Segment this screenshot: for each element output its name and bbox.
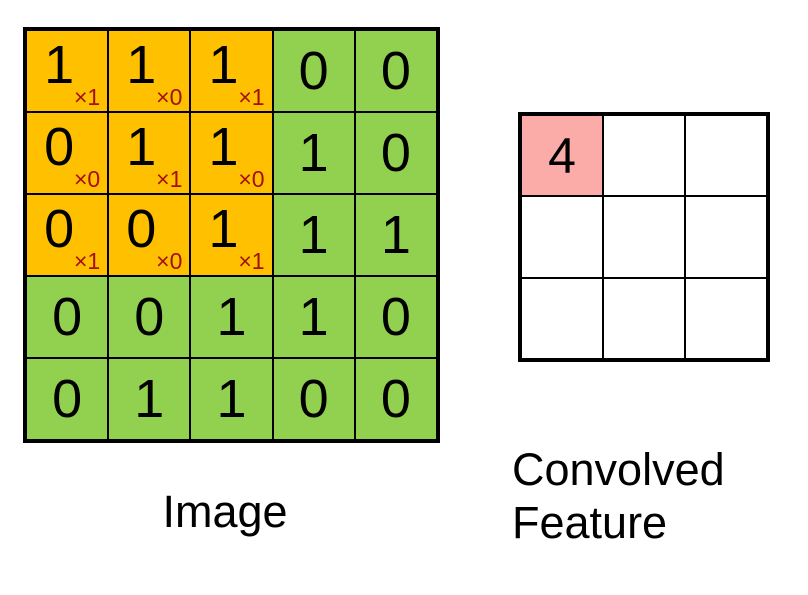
kernel-weight-label: ×0 (156, 84, 183, 110)
kernel-weight-label: ×1 (73, 84, 101, 110)
image-cell-value: 1 (380, 205, 411, 265)
image-cell-r4-c3: 1 (189, 275, 274, 359)
feature-cell-r2-c3 (684, 195, 768, 279)
image-cell-r3-c1: 0×1 (25, 193, 110, 277)
image-cell-r2-c4: 1 (271, 111, 356, 195)
convolved-feature-caption: Convolved Feature (512, 444, 725, 549)
feature-cell-r2-c2 (602, 195, 686, 279)
image-cell-r5-c4: 0 (271, 357, 356, 441)
image-cell-value: 1 (208, 199, 239, 259)
image-cell-value: 0 (52, 369, 83, 429)
image-cell-value: 1 (44, 35, 75, 95)
image-cell-value: 1 (208, 117, 239, 177)
image-cell-value: 1 (298, 287, 329, 347)
image-cell-value: 0 (52, 287, 83, 347)
image-cell-r5-c3: 1 (189, 357, 274, 441)
image-cell-value: 1 (126, 117, 157, 177)
image-cell-r2-c2: 1×1 (107, 111, 192, 195)
image-cell-r1-c3: 1×1 (189, 29, 274, 113)
image-cell-value: 1 (298, 205, 329, 265)
kernel-weight-label: ×0 (156, 248, 183, 274)
feature-cell-r3-c1 (520, 276, 604, 360)
image-cell-r5-c5: 0 (353, 357, 438, 441)
convolved-feature-matrix: 4 (518, 112, 770, 362)
image-cell-value: 1 (134, 369, 165, 429)
image-cell-value: 0 (44, 117, 75, 177)
image-cell-value: 1 (208, 35, 239, 95)
image-cell-r3-c4: 1 (271, 193, 356, 277)
kernel-weight-label: ×0 (238, 166, 265, 192)
image-cell-r4-c1: 0 (25, 275, 110, 359)
image-cell-r1-c4: 0 (271, 29, 356, 113)
image-caption: Image (162, 486, 288, 537)
feature-cell-r1-c1: 4 (520, 114, 604, 198)
image-cell-value: 0 (134, 287, 165, 347)
feature-cell-r3-c2 (602, 276, 686, 360)
image-cell-r1-c1: 1×1 (25, 29, 110, 113)
image-cell-r4-c4: 1 (271, 275, 356, 359)
feature-cell-r2-c1 (520, 195, 604, 279)
image-cell-r3-c5: 1 (353, 193, 438, 277)
image-cell-r3-c3: 1×1 (189, 193, 274, 277)
kernel-weight-label: ×1 (156, 166, 183, 192)
feature-cell-r1-c3 (684, 114, 768, 198)
image-cell-r2-c1: 0×0 (25, 111, 110, 195)
feature-cell-r1-c2 (602, 114, 686, 198)
image-cell-value: 1 (216, 287, 247, 347)
image-cell-value: 0 (380, 287, 411, 347)
image-cell-r4-c2: 0 (107, 275, 192, 359)
image-cell-value: 0 (380, 41, 411, 101)
image-cell-value: 0 (44, 199, 75, 259)
feature-cell-r3-c3 (684, 276, 768, 360)
image-cell-r5-c1: 0 (25, 357, 110, 441)
image-cell-r1-c5: 0 (353, 29, 438, 113)
image-cell-r3-c2: 0×0 (107, 193, 192, 277)
image-cell-r2-c3: 1×0 (189, 111, 274, 195)
image-cell-value: 0 (126, 199, 157, 259)
image-cell-value: 0 (298, 41, 329, 101)
kernel-weight-label: ×1 (238, 84, 265, 110)
image-cell-value: 0 (380, 123, 411, 183)
image-cell-r4-c5: 0 (353, 275, 438, 359)
image-cell-value: 1 (298, 123, 329, 183)
image-cell-value: 1 (126, 35, 157, 95)
image-cell-value: 0 (380, 369, 411, 429)
image-cell-value: 1 (216, 369, 247, 429)
image-cell-value: 0 (298, 369, 329, 429)
image-cell-r2-c5: 0 (353, 111, 438, 195)
kernel-weight-label: ×1 (73, 248, 101, 274)
image-cell-r1-c2: 1×0 (107, 29, 192, 113)
feature-cell-value: 4 (548, 127, 576, 184)
kernel-weight-label: ×0 (73, 166, 101, 192)
kernel-weight-label: ×1 (238, 248, 265, 274)
image-cell-r5-c2: 1 (107, 357, 192, 441)
